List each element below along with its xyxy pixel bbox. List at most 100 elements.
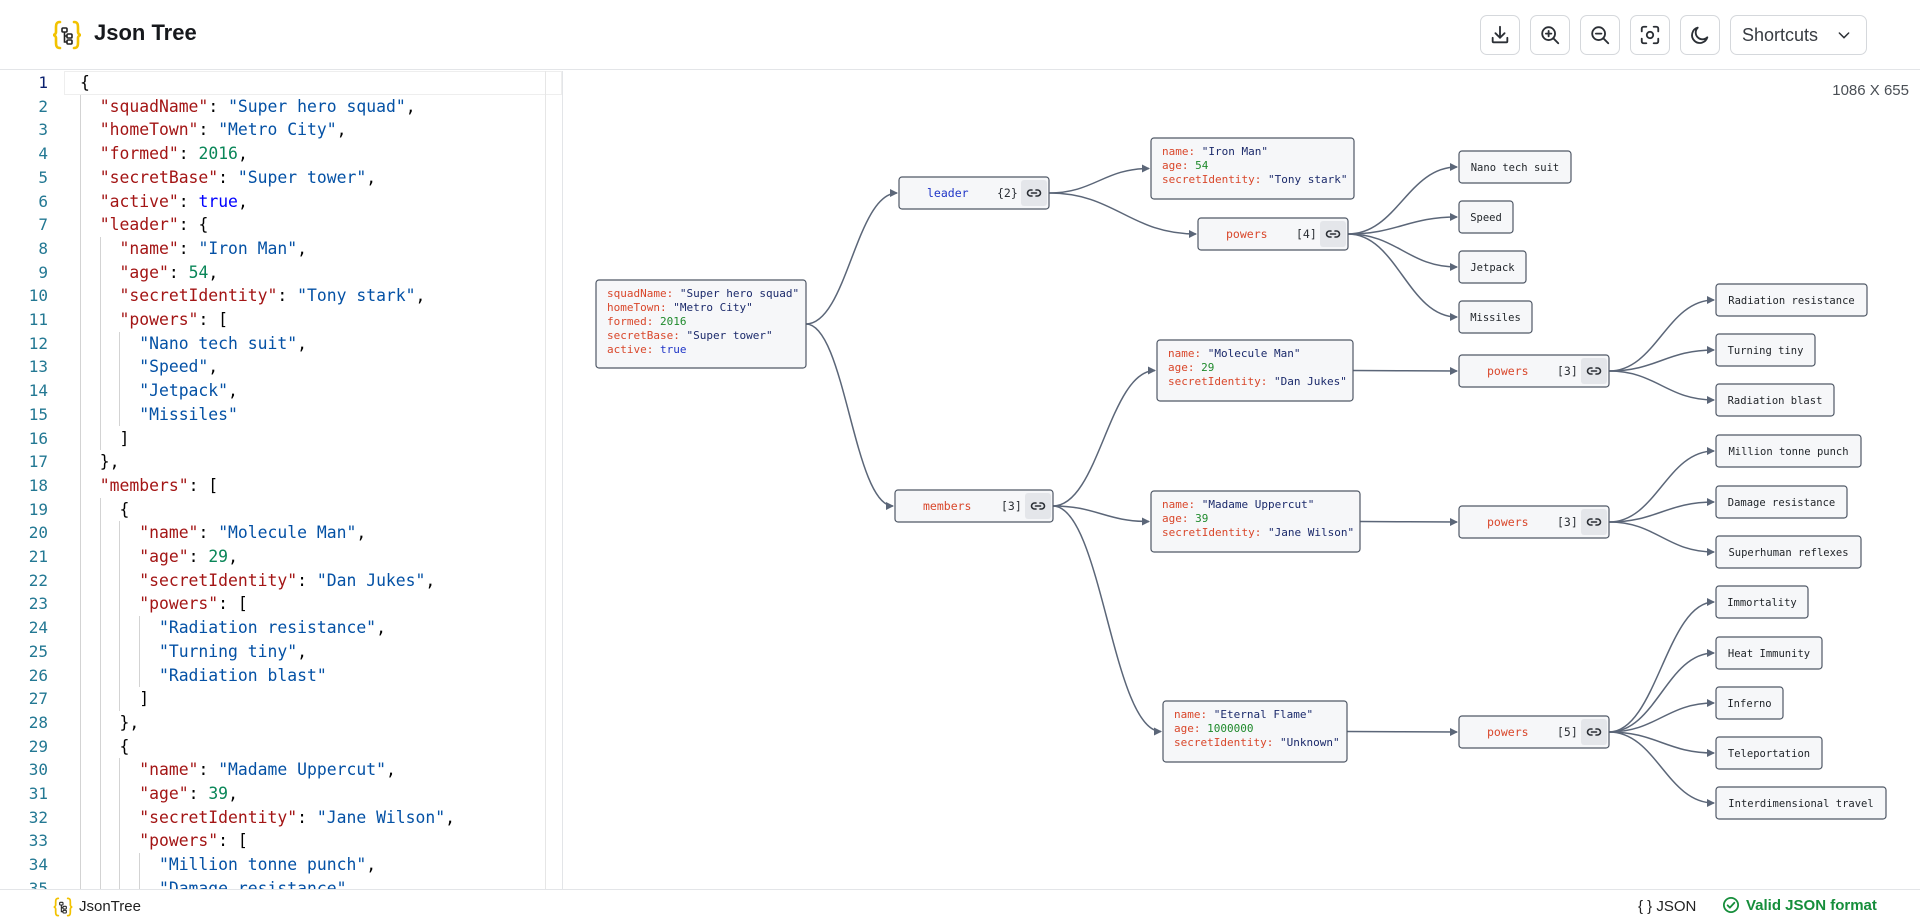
node-count: [3] xyxy=(1557,515,1578,529)
code-line[interactable]: "powers": [ xyxy=(80,308,228,332)
code-line[interactable]: "Missiles" xyxy=(80,403,238,427)
code-line[interactable]: }, xyxy=(80,450,119,474)
line-number: 14 xyxy=(0,379,48,403)
tree-node-m3[interactable]: name: "Eternal Flame"age: 1000000secretI… xyxy=(1163,701,1347,762)
tree-node-m3a[interactable]: Immortality xyxy=(1716,586,1808,618)
code-line[interactable]: "Jetpack", xyxy=(80,379,238,403)
line-number: 21 xyxy=(0,545,48,569)
code-area[interactable]: { "squadName": "Super hero squad", "home… xyxy=(80,71,562,889)
code-line[interactable]: "age": 39, xyxy=(80,782,238,806)
code-line[interactable]: "members": [ xyxy=(80,474,218,498)
code-line[interactable]: "Damage resistance", xyxy=(80,877,356,889)
code-line[interactable]: ] xyxy=(80,427,129,451)
node-field: formed: 2016 xyxy=(607,315,686,328)
footer-logo-icon[interactable] xyxy=(53,895,73,919)
tree-node-members[interactable]: members[3] xyxy=(895,490,1053,522)
code-line[interactable]: }, xyxy=(80,711,139,735)
tree-node-m3c[interactable]: Inferno xyxy=(1716,687,1783,719)
code-line[interactable]: "Radiation resistance", xyxy=(80,616,386,640)
node-count: {2} xyxy=(997,186,1018,200)
code-line[interactable]: "powers": [ xyxy=(80,592,248,616)
node-value: Radiation resistance xyxy=(1728,295,1854,307)
node-field: secretIdentity: "Dan Jukes" xyxy=(1168,375,1347,388)
tree-node-m3p[interactable]: powers[5] xyxy=(1459,716,1609,748)
node-count: [4] xyxy=(1296,227,1317,241)
code-line[interactable]: "active": true, xyxy=(80,190,248,214)
line-number: 26 xyxy=(0,664,48,688)
tree-node-m1b[interactable]: Turning tiny xyxy=(1716,334,1815,366)
code-line[interactable]: "secretBase": "Super tower", xyxy=(80,166,376,190)
tree-node-m3e[interactable]: Interdimensional travel xyxy=(1716,787,1886,819)
footer-app-name[interactable]: JsonTree xyxy=(79,898,141,915)
tree-node-p1[interactable]: Nano tech suit xyxy=(1459,151,1571,183)
code-line[interactable]: { xyxy=(80,735,129,759)
code-line[interactable]: "age": 29, xyxy=(80,545,238,569)
node-field: name: "Eternal Flame" xyxy=(1174,708,1313,721)
tree-canvas[interactable]: 1086 X 655 squadName: "Super hero squad"… xyxy=(564,71,1920,889)
tree-node-p2[interactable]: Speed xyxy=(1459,201,1513,233)
shortcuts-label: Shortcuts xyxy=(1742,25,1818,46)
zoom-in-button[interactable] xyxy=(1530,15,1570,55)
tree-node-m2c[interactable]: Superhuman reflexes xyxy=(1716,536,1861,568)
tree-node-m1a[interactable]: Radiation resistance xyxy=(1716,284,1867,316)
tree-node-m3d[interactable]: Teleportation xyxy=(1716,737,1822,769)
json-tree-graph[interactable]: squadName: "Super hero squad"homeTown: "… xyxy=(564,71,1920,889)
tree-node-m2[interactable]: name: "Madame Uppercut"age: 39secretIden… xyxy=(1151,491,1360,552)
tree-node-p4[interactable]: Missiles xyxy=(1459,301,1532,333)
tree-node-m1p[interactable]: powers[3] xyxy=(1459,355,1609,387)
node-field: name: "Madame Uppercut" xyxy=(1162,498,1314,511)
validation-label: Valid JSON format xyxy=(1746,897,1877,914)
line-number: 25 xyxy=(0,640,48,664)
download-button[interactable] xyxy=(1480,15,1520,55)
code-line[interactable]: "Million tonne punch", xyxy=(80,853,376,877)
tree-edge xyxy=(1609,522,1714,552)
tree-node-m2b[interactable]: Damage resistance xyxy=(1716,486,1847,518)
code-line[interactable]: "secretIdentity": "Jane Wilson", xyxy=(80,806,455,830)
app-logo-icon[interactable] xyxy=(52,19,82,51)
indent-guide xyxy=(80,95,81,889)
code-line[interactable]: "name": "Madame Uppercut", xyxy=(80,758,396,782)
code-line[interactable]: "Nano tech suit", xyxy=(80,332,307,356)
code-line[interactable]: "squadName": "Super hero squad", xyxy=(80,95,416,119)
tree-node-leader[interactable]: leader{2} xyxy=(899,177,1049,209)
code-line[interactable]: ] xyxy=(80,687,149,711)
fit-view-button[interactable] xyxy=(1630,15,1670,55)
code-line[interactable]: { xyxy=(80,71,90,95)
tree-node-m2p[interactable]: powers[3] xyxy=(1459,506,1609,538)
tree-node-root[interactable]: squadName: "Super hero squad"homeTown: "… xyxy=(596,280,806,368)
dark-mode-button[interactable] xyxy=(1680,15,1720,55)
code-line[interactable]: { xyxy=(80,498,129,522)
tree-node-p3[interactable]: Jetpack xyxy=(1459,251,1526,283)
code-line[interactable]: "name": "Molecule Man", xyxy=(80,521,366,545)
code-line[interactable]: "Turning tiny", xyxy=(80,640,307,664)
zoom-out-button[interactable] xyxy=(1580,15,1620,55)
code-line[interactable]: "formed": 2016, xyxy=(80,142,248,166)
tree-edge xyxy=(1053,371,1155,507)
tree-node-m2a[interactable]: Million tonne punch xyxy=(1716,435,1861,467)
code-line[interactable]: "name": "Iron Man", xyxy=(80,237,307,261)
tree-node-m3b[interactable]: Heat Immunity xyxy=(1716,637,1822,669)
code-line[interactable]: "age": 54, xyxy=(80,261,218,285)
format-indicator[interactable]: { } JSON xyxy=(1638,898,1696,915)
code-line[interactable]: "leader": { xyxy=(80,213,208,237)
tree-node-leaderPowers[interactable]: powers[4] xyxy=(1198,218,1348,250)
node-value: Teleportation xyxy=(1728,748,1810,760)
code-line[interactable]: "Speed", xyxy=(80,355,218,379)
node-value: Superhuman reflexes xyxy=(1728,547,1848,559)
json-editor[interactable]: 1234567891011121314151617181920212223242… xyxy=(0,71,563,889)
code-line[interactable]: "homeTown": "Metro City", xyxy=(80,118,346,142)
node-value: Damage resistance xyxy=(1728,497,1835,509)
code-line[interactable]: "powers": [ xyxy=(80,829,248,853)
code-line[interactable]: "secretIdentity": "Tony stark", xyxy=(80,284,425,308)
tree-node-m1c[interactable]: Radiation blast xyxy=(1716,384,1834,416)
tree-node-m1[interactable]: name: "Molecule Man"age: 29secretIdentit… xyxy=(1157,340,1353,401)
tree-edge xyxy=(1353,371,1457,372)
code-line[interactable]: "Radiation blast" xyxy=(80,664,327,688)
node-field: name: "Molecule Man" xyxy=(1168,347,1300,360)
code-line[interactable]: "secretIdentity": "Dan Jukes", xyxy=(80,569,435,593)
tree-edge xyxy=(1348,167,1457,234)
node-field: age: 54 xyxy=(1162,159,1209,172)
tree-node-leaderObj[interactable]: name: "Iron Man"age: 54secretIdentity: "… xyxy=(1151,138,1354,199)
shortcuts-dropdown[interactable]: Shortcuts xyxy=(1730,15,1867,55)
editor-scrollbar[interactable] xyxy=(545,71,546,889)
